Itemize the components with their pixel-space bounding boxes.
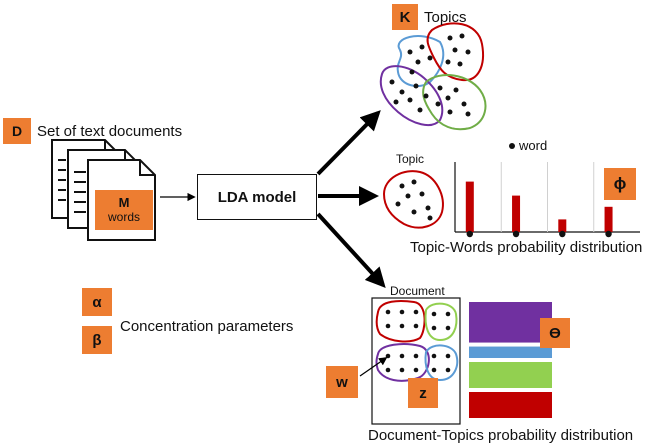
doc-topics-dist-label: Document-Topics probability distribution xyxy=(368,427,634,444)
single-topic-blob xyxy=(382,170,444,229)
doc-topic-segment-1 xyxy=(469,302,552,343)
badge-beta: β xyxy=(82,326,112,354)
word-legend-dot xyxy=(509,143,515,149)
badge-phi: ϕ xyxy=(604,168,636,200)
arrow-w-to-word xyxy=(359,357,388,377)
badge-m-label: M xyxy=(118,194,130,210)
doc-topics-chart xyxy=(469,302,552,418)
topics-label: Topics xyxy=(424,9,467,26)
doc-topic-segment-2 xyxy=(469,346,552,358)
document-label: Document xyxy=(390,284,445,298)
topic-word-dot-3 xyxy=(559,230,566,238)
badge-z: z xyxy=(408,378,438,408)
topic-label: Topic xyxy=(396,152,425,166)
badge-words-label: words xyxy=(107,209,140,224)
arrow-lda-to-topics xyxy=(316,110,381,176)
doc-topic-segment-3 xyxy=(469,362,552,388)
topic-word-bar-2 xyxy=(512,195,521,232)
topic-word-bar-4 xyxy=(604,206,613,232)
badge-d: D xyxy=(3,118,31,144)
arrow-lda-to-document xyxy=(316,212,386,288)
topic-word-bar-1 xyxy=(465,181,474,232)
badge-k: K xyxy=(392,4,418,30)
badge-w: w xyxy=(326,366,358,398)
lda-model-label: LDA model xyxy=(217,188,297,206)
badge-theta: ϴ xyxy=(540,318,570,348)
doc-topic-segment-4 xyxy=(469,392,552,418)
topic-words-chart xyxy=(454,162,640,238)
topic-word-dot-2 xyxy=(512,230,520,238)
documents-label: Set of text documents xyxy=(37,123,183,140)
word-legend-label: word xyxy=(519,138,548,153)
concentration-label: Concentration parameters xyxy=(120,318,294,335)
topics-cluster xyxy=(379,22,487,131)
topic-word-dot-4 xyxy=(605,230,612,238)
badge-m-words: M words xyxy=(95,190,153,230)
topic-word-bar-3 xyxy=(558,219,567,232)
lda-model-box: LDA model xyxy=(197,174,317,220)
topic-words-dist-label: Topic-Words probability distribution xyxy=(410,239,643,256)
topic-word-dot-1 xyxy=(466,230,473,238)
badge-alpha: α xyxy=(82,288,112,316)
